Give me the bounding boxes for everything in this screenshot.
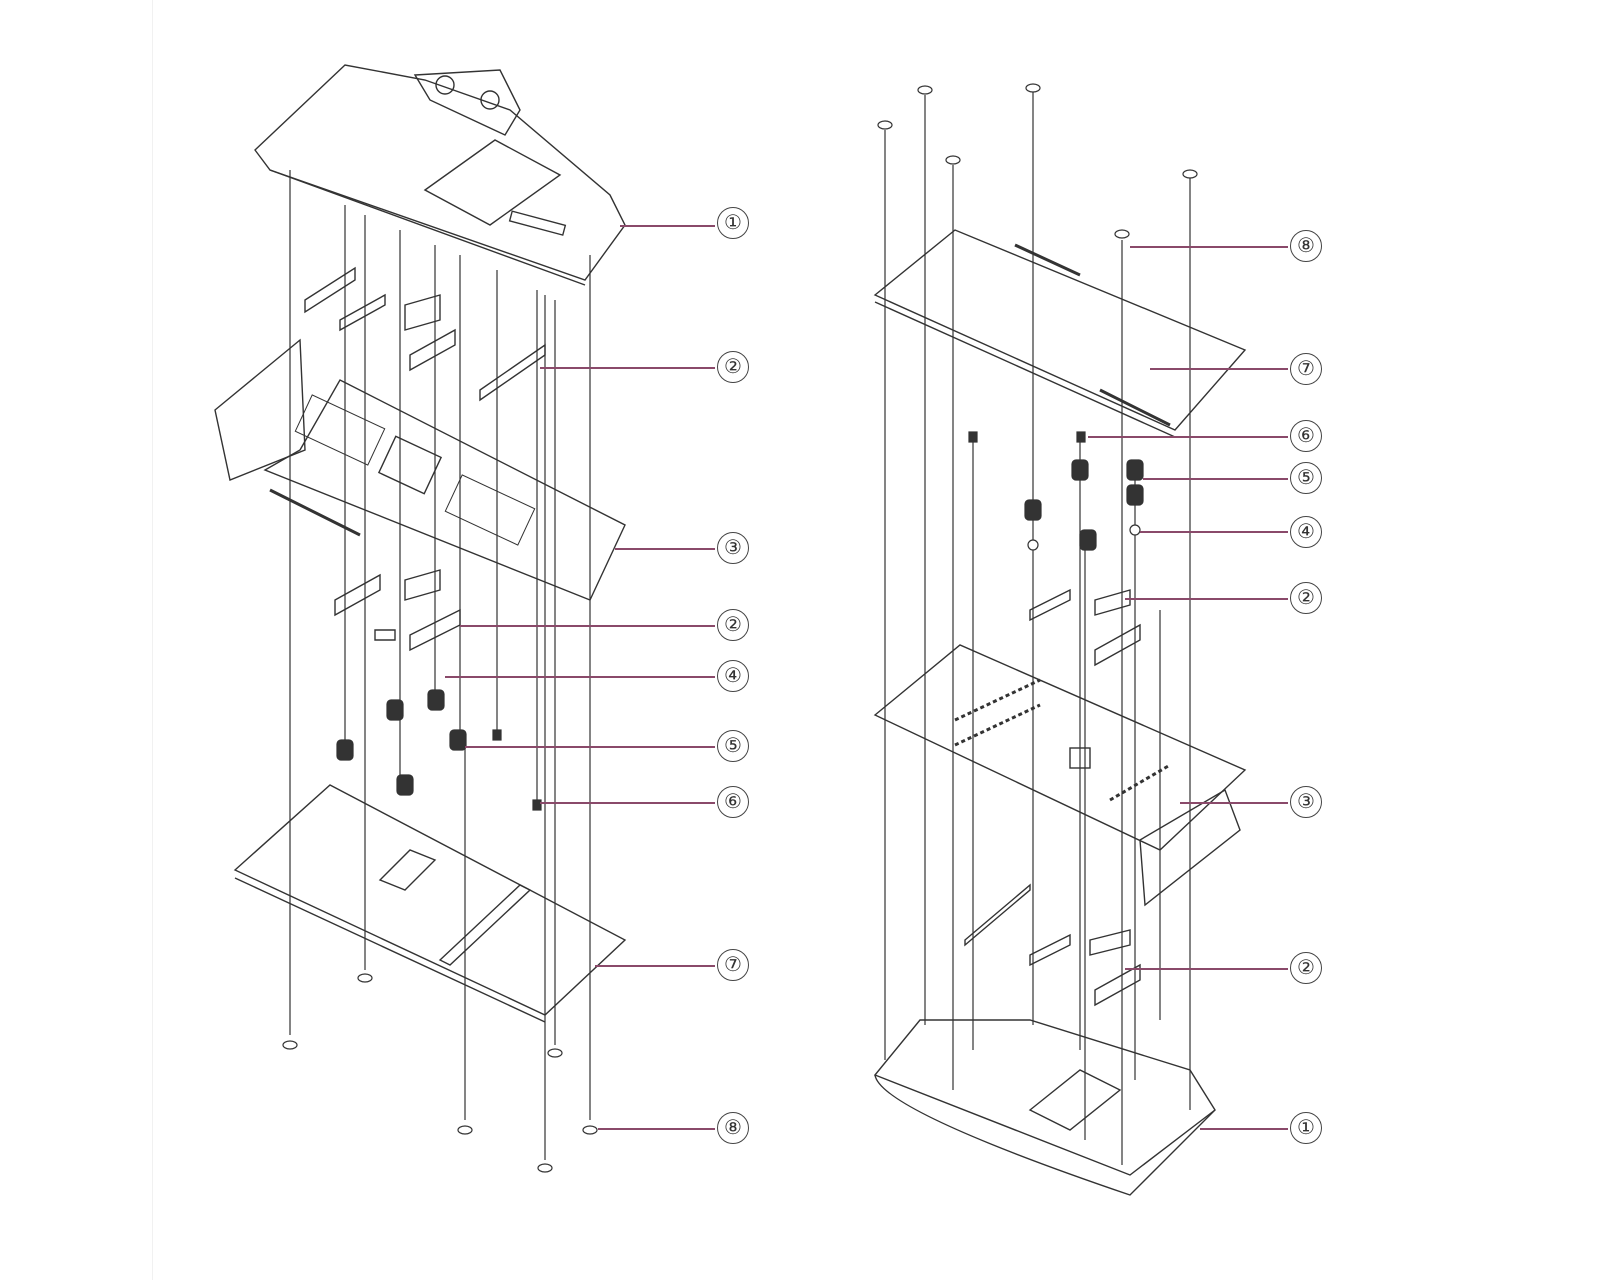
- leader-line: [1125, 598, 1288, 600]
- leader-line: [1140, 531, 1288, 533]
- callout-part-7: ⑦: [717, 949, 749, 981]
- left-water-block: [254, 64, 626, 286]
- callout-part-7: ⑦: [1290, 353, 1322, 385]
- callout-part-5: ⑤: [717, 730, 749, 762]
- callout-part-1: ①: [717, 207, 749, 239]
- leader-line: [1180, 802, 1288, 804]
- leader-line: [445, 676, 715, 678]
- callout-part-1: ①: [1290, 1112, 1322, 1144]
- callout-part-4: ④: [717, 660, 749, 692]
- leader-line: [460, 625, 715, 627]
- left-thermal-pads-lower: [334, 569, 461, 652]
- leader-line: [1150, 368, 1288, 370]
- leader-line: [620, 225, 715, 227]
- callout-part-3: ③: [1290, 786, 1322, 818]
- right-thermal-pads: [964, 588, 1141, 1007]
- left-screws-and-standoffs: [282, 170, 598, 1173]
- callout-part-8: ⑧: [717, 1112, 749, 1144]
- callout-part-2: ②: [717, 609, 749, 641]
- leader-line: [1143, 478, 1288, 480]
- callout-part-6: ⑥: [1290, 420, 1322, 452]
- callout-part-8: ⑧: [1290, 230, 1322, 262]
- callout-part-3: ③: [717, 532, 749, 564]
- leader-line: [598, 1128, 715, 1130]
- leader-line: [540, 802, 715, 804]
- left-backplate: [233, 784, 627, 1023]
- left-pcb: [214, 338, 626, 601]
- leader-line: [595, 965, 715, 967]
- left-thermal-pads-upper: [304, 266, 546, 402]
- callout-part-2: ②: [1290, 582, 1322, 614]
- right-screws-and-standoffs: [877, 83, 1198, 1165]
- callout-part-6: ⑥: [717, 786, 749, 818]
- leader-line: [1125, 968, 1288, 970]
- leader-line: [1200, 1128, 1288, 1130]
- leader-line: [615, 548, 715, 550]
- callout-part-2: ②: [1290, 952, 1322, 984]
- leader-line: [1088, 436, 1288, 438]
- leader-line: [540, 367, 715, 369]
- leader-line: [1130, 246, 1288, 248]
- callout-part-2: ②: [717, 351, 749, 383]
- page-edge: [152, 0, 153, 1280]
- callout-part-4: ④: [1290, 516, 1322, 548]
- right-water-block: [873, 1019, 1216, 1196]
- leader-line: [465, 746, 715, 748]
- callout-part-5: ⑤: [1290, 462, 1322, 494]
